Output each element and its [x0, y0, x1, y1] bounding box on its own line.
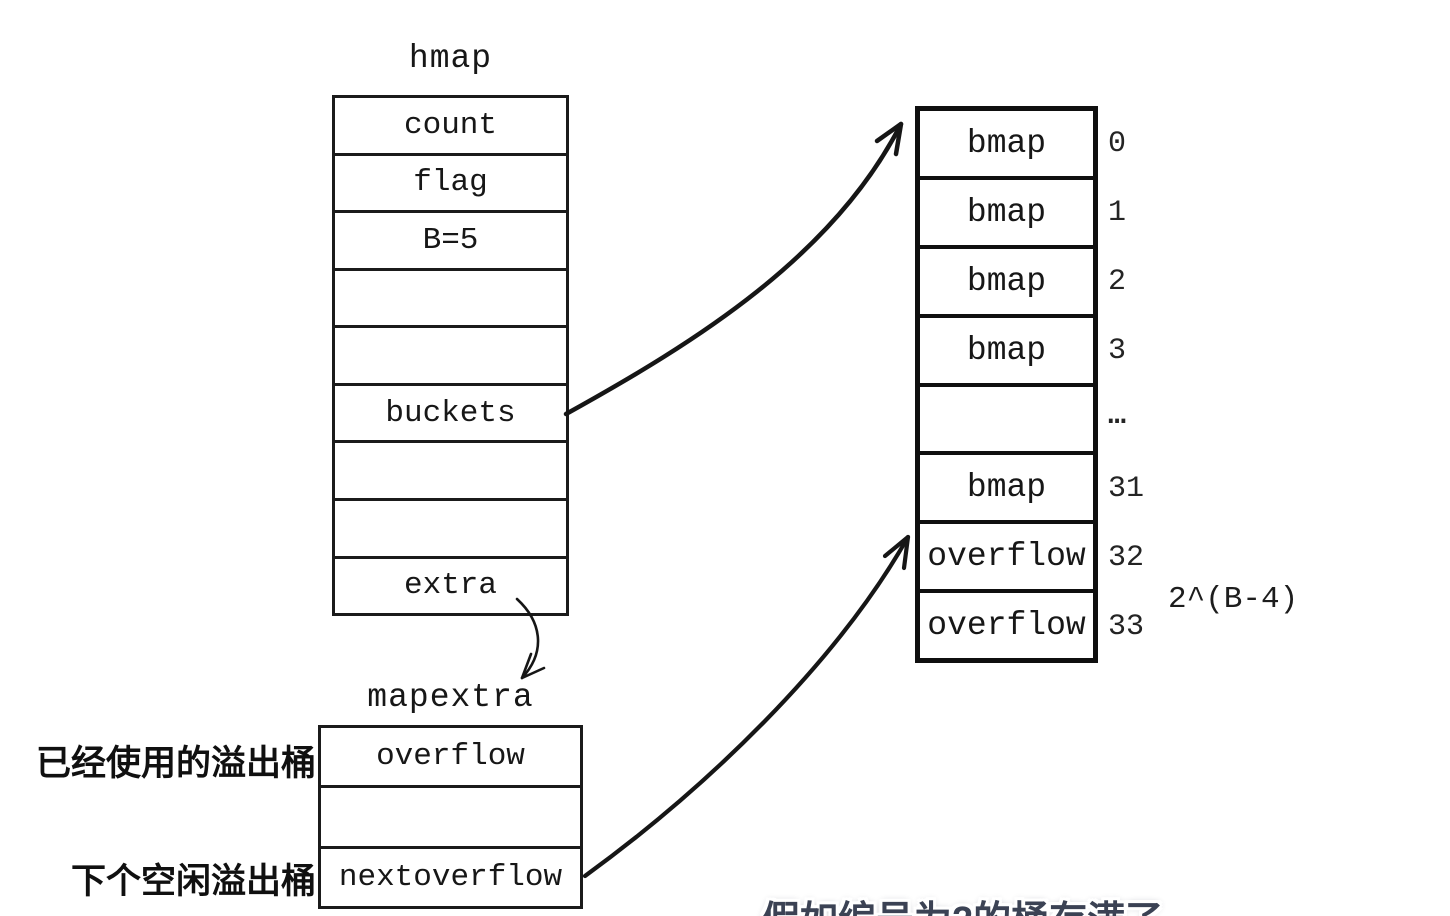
hmap-struct: count flag B=5 buckets extra	[332, 95, 569, 616]
bucket-array: bmap bmap bmap bmap bmap overflow overfl…	[915, 106, 1098, 663]
hmap-row-empty-2	[335, 328, 566, 386]
bucket-row-bmap-2: bmap	[920, 249, 1093, 318]
bucket-row-overflow-32: overflow	[920, 524, 1093, 594]
bucket-index-33: 33	[1108, 609, 1145, 644]
hmap-row-extra: extra	[403, 568, 497, 604]
nextoverflow-pointer-arrowhead	[882, 534, 911, 571]
bucket-row-bmap-31: bmap	[920, 455, 1093, 525]
extra-pointer-arrowhead	[520, 652, 546, 680]
hmap-row-count: count	[335, 98, 566, 156]
overflow-count-annotation: 2^(B-4)	[1168, 582, 1299, 617]
bucket-index-2: 2	[1108, 264, 1127, 299]
hmap-row-buckets: buckets	[335, 386, 566, 444]
bucket-row-bmap-3: bmap	[920, 318, 1093, 387]
hmap-row-flag: flag	[335, 156, 566, 214]
nextoverflow-pointer-arrow	[582, 534, 911, 879]
bucket-row-bmap-1: bmap	[920, 180, 1093, 249]
next-free-overflow-bucket-label: 下个空闲溢出桶	[70, 862, 316, 901]
hmap-row-empty-4	[335, 501, 566, 559]
buckets-pointer-arrowhead	[874, 121, 904, 157]
hmap-title: hmap	[408, 40, 493, 77]
bucket-index-ellipsis: …	[1108, 398, 1128, 433]
mapextra-row-overflow: overflow	[321, 728, 580, 789]
bucket-index-31: 31	[1108, 471, 1145, 506]
bucket-index-3: 3	[1108, 333, 1127, 368]
bucket-index-1: 1	[1108, 195, 1127, 230]
bucket-row-bmap-0: bmap	[920, 111, 1093, 180]
mapextra-struct: overflow nextoverflow	[318, 725, 583, 909]
buckets-pointer-arrow	[563, 121, 904, 417]
bucket-row-ellipsis	[920, 387, 1093, 456]
bucket-index-0: 0	[1108, 126, 1127, 161]
mapextra-row-empty	[321, 788, 580, 849]
mapextra-title: mapextra	[367, 679, 534, 716]
subtitle-caption: 假如编号为2的桶存满了	[762, 889, 1163, 916]
bucket-row-overflow-33: overflow	[927, 607, 1086, 645]
bucket-index-32: 32	[1108, 540, 1145, 575]
hmap-row-empty-1	[335, 271, 566, 329]
hmap-row-empty-3	[335, 443, 566, 501]
mapextra-row-nextoverflow: nextoverflow	[338, 859, 563, 895]
used-overflow-buckets-label: 已经使用的溢出桶	[35, 744, 316, 783]
hmap-row-b: B=5	[335, 213, 566, 271]
